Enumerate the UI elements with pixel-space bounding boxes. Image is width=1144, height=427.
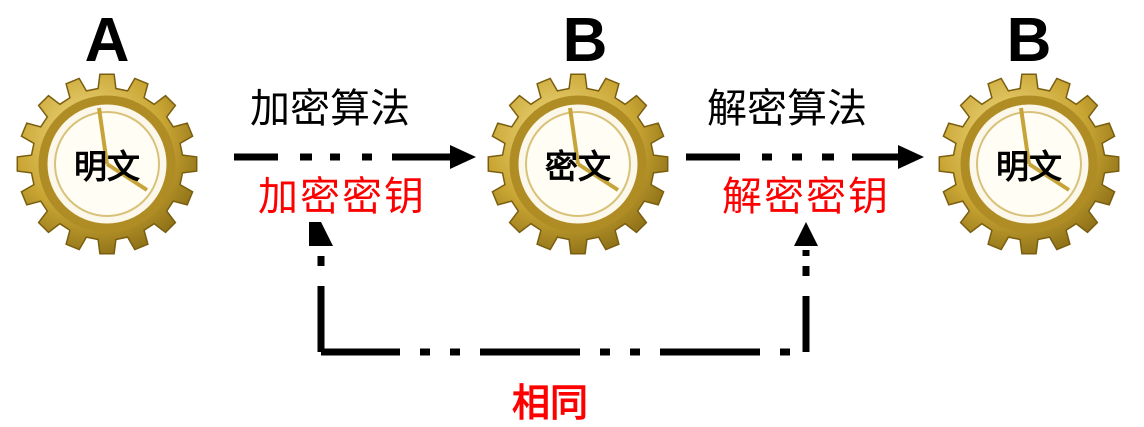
arrow-encrypt: [234, 145, 476, 169]
gear-icon: [16, 73, 198, 255]
gear-icon: [487, 73, 669, 255]
arrow-decrypt: [686, 145, 924, 169]
node-2-gear: 密文: [486, 72, 670, 256]
node-2-label: 密文: [545, 147, 611, 186]
gear-icon: [938, 73, 1120, 255]
encrypt-algorithm-label: 加密算法: [250, 86, 410, 132]
node-1-gear: 明文: [15, 72, 199, 256]
node-1-label: 明文: [74, 147, 140, 186]
node-1-header: A: [84, 6, 130, 75]
node-3-gear: 明文: [937, 72, 1121, 256]
shared-key-loop: [309, 222, 818, 356]
node-2-header: B: [562, 6, 608, 75]
decrypt-key-label: 解密密钥: [722, 174, 890, 220]
node-3-label: 明文: [996, 147, 1062, 186]
decrypt-algorithm-label: 解密算法: [707, 86, 867, 132]
node-3-header: B: [1006, 6, 1052, 75]
encrypt-key-label: 加密密钥: [258, 174, 426, 220]
same-key-label: 相同: [512, 381, 589, 425]
